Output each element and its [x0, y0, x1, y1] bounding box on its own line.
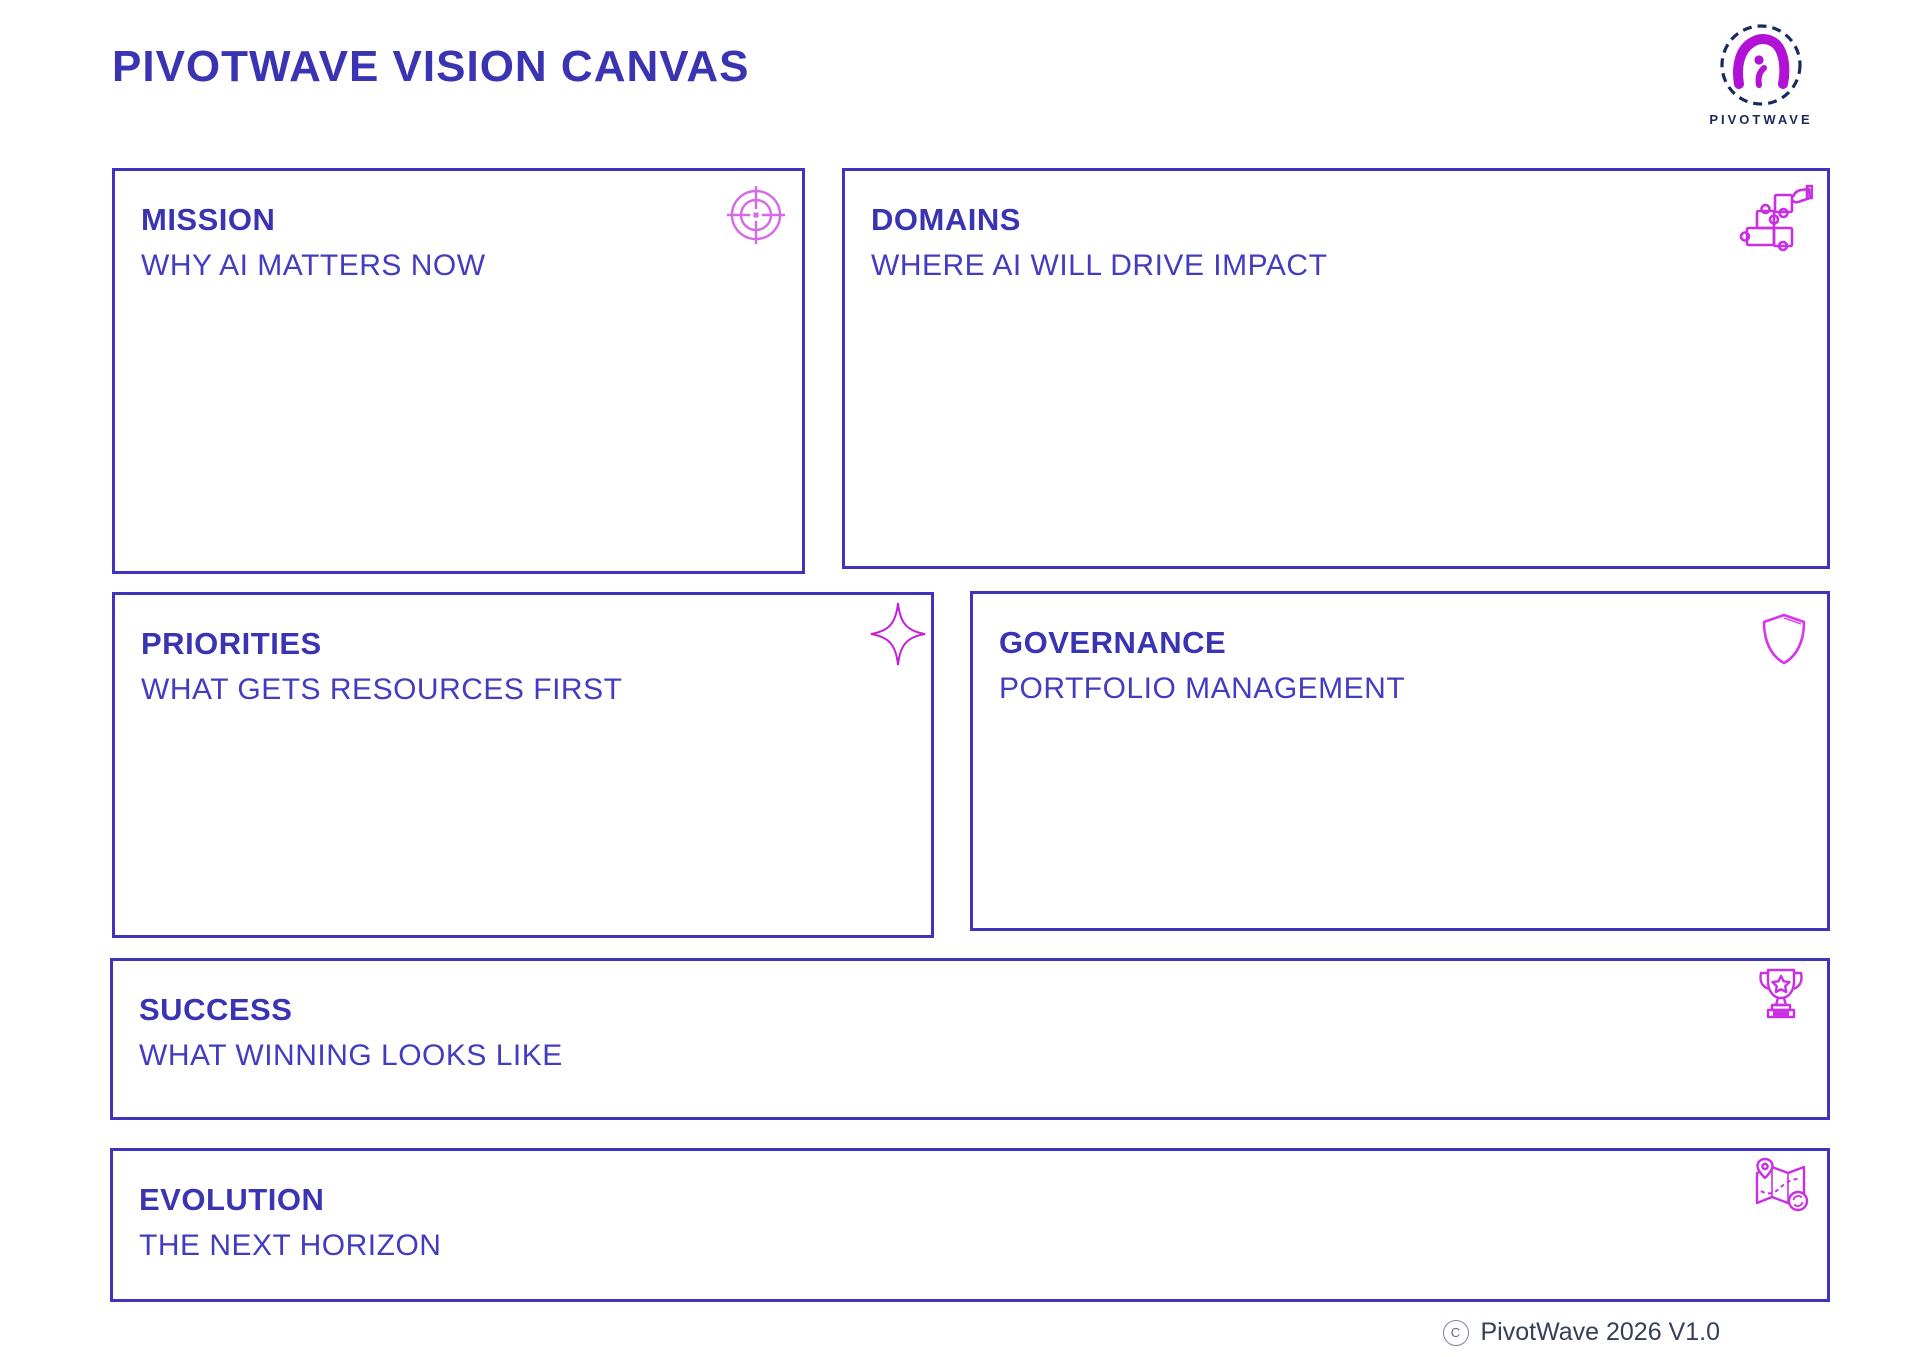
target-icon — [724, 183, 788, 252]
brand-name: PIVOTWAVE — [1709, 112, 1813, 127]
domains-box: DOMAINS WHERE AI WILL DRIVE IMPACT — [842, 168, 1830, 569]
governance-box: GOVERNANCE PORTFOLIO MANAGEMENT — [970, 591, 1830, 931]
page-title: PIVOTWAVE VISION CANVAS — [112, 42, 750, 91]
evolution-box: EVOLUTION THE NEXT HORIZON — [110, 1148, 1830, 1302]
pivotwave-logo-icon — [1706, 22, 1816, 108]
footer-version-text: PivotWave 2026 V1.0 — [1480, 1318, 1721, 1346]
mission-subtitle: WHY AI MATTERS NOW — [141, 248, 486, 282]
sparkle-icon — [869, 601, 927, 672]
success-box: SUCCESS WHAT WINNING LOOKS LIKE — [110, 958, 1830, 1120]
mission-box: MISSION WHY AI MATTERS NOW — [112, 168, 805, 574]
domains-title: DOMAINS — [871, 202, 1021, 237]
map-icon — [1751, 1157, 1811, 1220]
priorities-title: PRIORITIES — [141, 626, 322, 661]
success-subtitle: WHAT WINNING LOOKS LIKE — [139, 1038, 563, 1072]
brand-logo: PIVOTWAVE — [1706, 22, 1816, 127]
copyright-icon: C — [1442, 1319, 1469, 1346]
success-title: SUCCESS — [139, 992, 293, 1027]
evolution-subtitle: THE NEXT HORIZON — [139, 1228, 442, 1262]
evolution-title: EVOLUTION — [139, 1182, 325, 1217]
footer: C PivotWave 2026 V1.0 — [1442, 1318, 1721, 1347]
mission-title: MISSION — [141, 202, 276, 237]
governance-title: GOVERNANCE — [999, 625, 1227, 660]
shield-icon — [1759, 612, 1809, 671]
trophy-icon — [1755, 966, 1807, 1027]
puzzle-icon — [1737, 183, 1814, 264]
domains-subtitle: WHERE AI WILL DRIVE IMPACT — [871, 248, 1328, 282]
governance-subtitle: PORTFOLIO MANAGEMENT — [999, 671, 1406, 705]
priorities-subtitle: WHAT GETS RESOURCES FIRST — [141, 672, 623, 706]
priorities-box: PRIORITIES WHAT GETS RESOURCES FIRST — [112, 592, 934, 938]
